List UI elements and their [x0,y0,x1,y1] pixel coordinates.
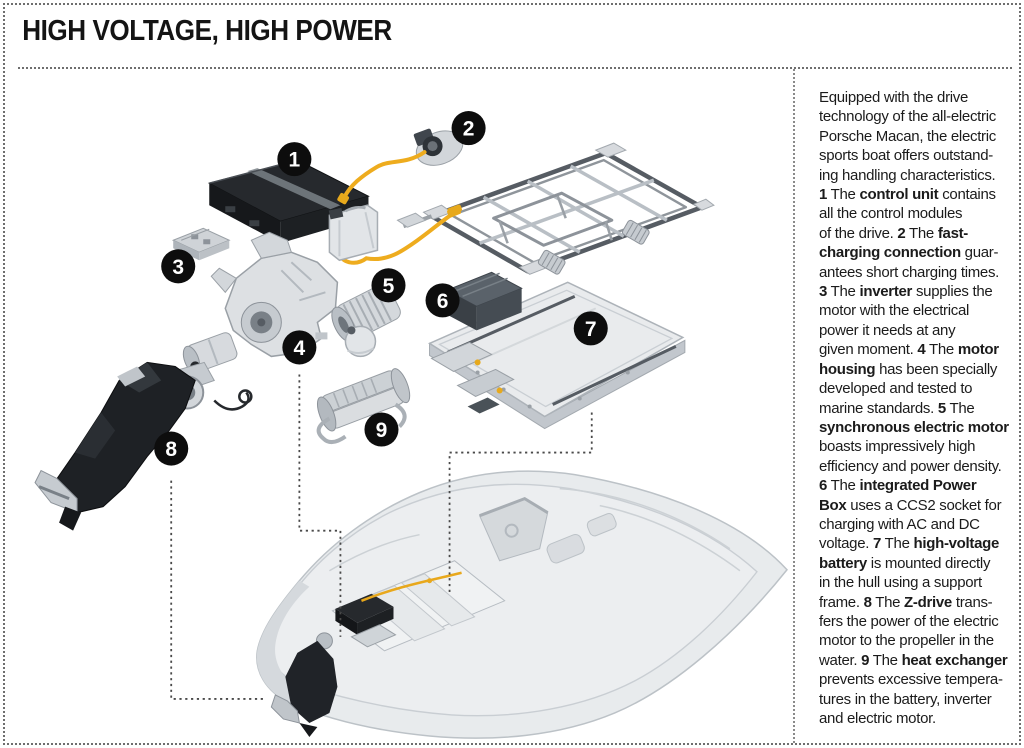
sidebar-text-line: Porsche Macan, the electric [819,127,996,145]
charging-cable [342,150,427,200]
sidebar: Equipped with the drive technology of the… [793,69,1019,743]
sidebar-text-line: and electric motor. [819,710,936,727]
exploded-diagram-svg: 1 2 3 4 5 6 7 [34,111,788,739]
sidebar-text-line: Box uses a CCS2 socket for [819,496,1002,514]
z-drive-illustration [34,361,253,531]
installed-z-drive [285,640,338,723]
sidebar-text-line: prevents excessive tempera- [819,671,1003,689]
motor-housing-illustration [210,231,339,358]
badge-7: 7 [573,311,608,346]
sidebar-text-line: charging with AC and DC [819,515,980,533]
sidebar-text-line: motor to the propeller in the [819,632,994,650]
svg-text:3: 3 [172,256,184,279]
sidebar-text-line: synchronous electric motor [819,418,1009,436]
sidebar-text-line: housing has been specially [819,360,998,378]
leader-line-4 [298,374,342,637]
leader-line-7 [448,412,593,594]
badge-9: 9 [364,412,399,447]
sidebar-text-line: sports boat offers outstand- [819,147,993,165]
canister-illustration [328,204,379,262]
sidebar-text-line: all the control modules [819,205,963,223]
leader-lines [170,374,593,700]
sidebar-text-line: efficiency and power density. [819,457,1002,475]
badge-3: 3 [161,249,196,284]
badge-5: 5 [371,268,406,303]
installed-control-unit [335,593,394,623]
sidebar-text-line: antees short charging times. [819,263,1000,281]
badge-4: 4 [282,330,317,365]
sidebar-text-line: ing handling characteristics. [819,166,996,184]
sidebar-text: Equipped with the drive technology of the… [819,88,1015,728]
sidebar-text-line: tures in the battery, inverter [819,690,992,708]
svg-text:7: 7 [585,318,597,341]
sidebar-text-line: motor with the electrical [819,302,970,320]
support-frame-illustration [396,142,715,275]
sidebar-text-line: technology of the all-electric [819,108,996,126]
sidebar-text-line: water. 9 The heat exchanger [819,651,1008,669]
svg-text:5: 5 [383,275,395,298]
badge-6: 6 [425,283,460,318]
page-title: HIGH VOLTAGE, HIGH POWER [22,15,392,47]
svg-text:1: 1 [289,149,301,172]
header: HIGH VOLTAGE, HIGH POWER [6,6,1016,67]
sidebar-text-line: 3 The inverter supplies the [819,283,993,301]
title-dotted-rule [18,67,1012,69]
svg-text:2: 2 [463,118,475,141]
svg-text:4: 4 [294,337,306,360]
sidebar-text-line: marine standards. 5 The [819,399,975,417]
inverter-illustration [171,227,231,261]
content: 1 2 3 4 5 6 7 [5,69,1019,743]
svg-text:8: 8 [165,438,177,461]
sidebar-text-line: in the hull using a support [819,574,982,592]
badge-8: 8 [154,431,189,466]
leader-line-8 [170,480,267,700]
sidebar-text-line: boasts impressively high [819,438,976,456]
control-unit-illustration [207,159,370,244]
sidebar-text-line: charging connection guar- [819,244,999,262]
sidebar-text-line: frame. 8 The Z-drive trans- [819,593,993,611]
sidebar-text-line: 1 The control unit contains [819,186,996,204]
sidebar-text-line: of the drive. 2 The fast- [819,224,968,242]
sidebar-text-line: given moment. 4 The motor [819,341,999,359]
sidebar-text-line: voltage. 7 The high-voltage [819,535,1000,553]
exploded-diagram: 1 2 3 4 5 6 7 [5,69,793,743]
expansion-tank-illustration [344,325,377,358]
boat-illustration [256,470,788,739]
sidebar-text-line: 6 The integrated Power [819,477,977,495]
heat-exchanger-illustration [316,368,411,445]
sidebar-text-line: power it needs at any [819,321,956,339]
sidebar-text-line: Equipped with the drive [819,89,969,106]
badge-2: 2 [451,111,486,146]
sidebar-text-line: developed and tested to [819,380,973,398]
sidebar-text-line: battery is mounted directly [819,554,991,572]
svg-text:6: 6 [437,290,449,313]
svg-text:9: 9 [376,419,388,442]
badge-1: 1 [277,142,312,177]
charging-connection-illustration [337,128,464,265]
sidebar-text-line: fers the power of the electric [819,612,999,630]
